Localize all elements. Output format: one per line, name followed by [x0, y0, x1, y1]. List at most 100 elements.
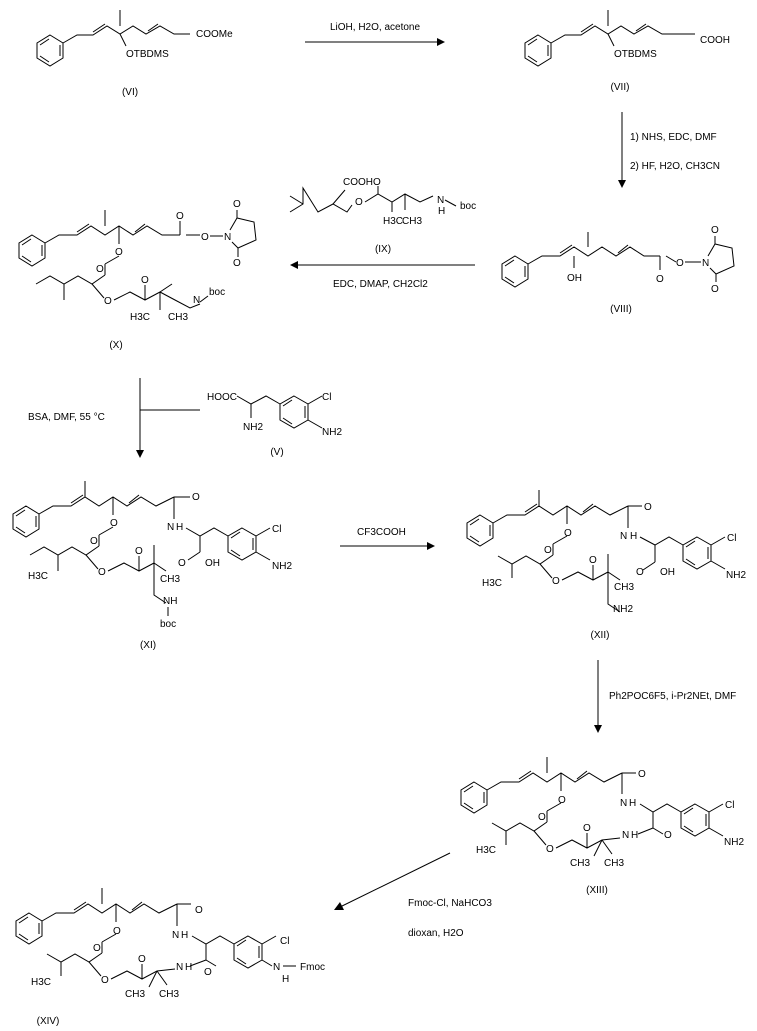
- ester-o-label: O: [676, 258, 684, 269]
- amide-o-label: O: [195, 905, 203, 916]
- aniline-nh2-label: NH2: [724, 837, 744, 848]
- ester-o-label: O: [104, 296, 112, 307]
- aniline-nh2-label: NH2: [726, 570, 746, 581]
- imide-o-top-label: O: [233, 199, 241, 210]
- amide-h-label: H: [176, 522, 183, 533]
- reaction-arrow-1: [305, 38, 445, 46]
- chloro-label: Cl: [322, 392, 331, 403]
- reagents-step-4: BSA, DMF, 55 °C: [28, 412, 105, 423]
- aniline-ring: [682, 536, 712, 570]
- otbdms-label: OTBDMS: [126, 49, 169, 60]
- reaction-arrow-3: [290, 261, 475, 269]
- aniline-ring: [680, 803, 710, 837]
- amine-label: NH2: [322, 427, 342, 438]
- methyl-label: CH3: [159, 989, 179, 1000]
- compound-xiii: O O N H O N H Cl NH2 O O O H3C CH3: [460, 757, 744, 896]
- ester-o-label: O: [552, 576, 560, 587]
- methyl-label: H3C: [28, 571, 48, 582]
- methyl-label: H3C: [482, 578, 502, 589]
- imide-o-bottom-label: O: [233, 258, 241, 269]
- acid-group-label: HOOC: [207, 392, 237, 403]
- lactam-o-label: O: [204, 967, 212, 978]
- phenyl-ring: [36, 34, 64, 67]
- acid-o-label: O: [636, 567, 644, 578]
- acid-oh-label: OH: [205, 558, 220, 569]
- compound-ix: COOH O O H3C CH3 H N boc (IX): [289, 177, 476, 255]
- reaction-arrow-5: [340, 542, 435, 550]
- compound-v: HOOC NH2 Cl NH2 (V): [207, 392, 342, 458]
- lactam-o-label: O: [664, 830, 672, 841]
- aniline-ring: [279, 395, 309, 429]
- ester-o-label: O: [546, 844, 554, 855]
- amide-o-label: O: [644, 502, 652, 513]
- acid-oh-label: OH: [660, 567, 675, 578]
- chloro-label: Cl: [725, 800, 734, 811]
- ester-o-label: O: [564, 528, 572, 539]
- amide-h-label: H: [629, 798, 636, 809]
- imide-o-top-label: O: [711, 225, 719, 236]
- ester-o-label: O: [558, 795, 566, 806]
- compound-label-xi: (XI): [140, 640, 156, 651]
- chloro-label: Cl: [727, 533, 736, 544]
- reagents-step-7b: dioxan, H2O: [408, 928, 464, 939]
- carbonyl-o-label: O: [656, 274, 664, 285]
- compound-xi: O O N H O OH Cl NH2 O O O H3C CH3 NH: [12, 481, 292, 651]
- amide-o-label: O: [192, 492, 200, 503]
- ester-o-label: O: [201, 232, 209, 243]
- amide-h-label: H: [181, 930, 188, 941]
- aniline-nh2-label: NH2: [272, 561, 292, 572]
- compound-label-xii: (XII): [591, 630, 610, 641]
- carbonyl-o-label: O: [544, 545, 552, 556]
- boc-label: boc: [209, 287, 225, 298]
- aniline-ring: [233, 935, 263, 969]
- compound-xii: O O N H O OH Cl NH2 O O O H3C CH3 NH2 (X: [466, 490, 746, 641]
- carbonyl-o-label: O: [135, 546, 143, 557]
- reagents-step-3: EDC, DMAP, CH2Cl2: [333, 279, 428, 290]
- compound-vi: COOMe OTBDMS (VI): [36, 10, 233, 98]
- carbonyl-o-label: O: [138, 954, 146, 965]
- carbamate-n-label: N: [273, 962, 280, 973]
- reagents-step-7a: Fmoc-Cl, NaHCO3: [408, 898, 492, 909]
- reagents-step-2a: 1) NHS, EDC, DMF: [630, 132, 717, 143]
- ester-o-label: O: [101, 975, 109, 986]
- compound-label-xiv: (XIV): [37, 1016, 60, 1027]
- fmoc-label: Fmoc: [300, 962, 325, 973]
- phenyl-ring: [18, 234, 46, 267]
- methyl-label: CH3: [168, 312, 188, 323]
- amide-h-label: H: [630, 531, 637, 542]
- methyl-label: H3C: [383, 216, 403, 227]
- succinimide-n-label: N: [702, 258, 709, 269]
- compound-x: O O O N O O O O O H3C CH3 N boc (X): [18, 199, 257, 351]
- amide-nh-label: N: [620, 531, 627, 542]
- carbonyl-o-label: O: [583, 823, 591, 834]
- chloro-label: Cl: [272, 524, 281, 535]
- amide-o-label: O: [638, 769, 646, 780]
- aniline-ring: [227, 527, 257, 561]
- carbonyl-o-label: O: [589, 555, 597, 566]
- carbonyl-o-label: O: [176, 211, 184, 222]
- amine-h-label: H: [438, 206, 445, 217]
- otbdms-label: OTBDMS: [614, 49, 657, 60]
- amine-n-label: N: [193, 295, 200, 306]
- reagents-step-2b: 2) HF, H2O, CH3CN: [630, 161, 720, 172]
- boc-label: boc: [460, 201, 476, 212]
- acid-group-label: COOH: [700, 35, 730, 46]
- carbonyl-o-label: O: [141, 275, 149, 286]
- succinimide-n-label: N: [224, 232, 231, 243]
- compound-label-vii: (VII): [611, 82, 630, 93]
- methyl-label: CH3: [614, 582, 634, 593]
- reagents-step-6: Ph2POC6F5, i-Pr2NEt, DMF: [609, 691, 736, 702]
- imide-o-bottom-label: O: [711, 284, 719, 295]
- amine-nh-label: NH: [163, 596, 177, 607]
- phenyl-ring: [501, 255, 529, 288]
- phenyl-ring: [466, 514, 494, 547]
- methyl-label: H3C: [476, 845, 496, 856]
- phenyl-ring: [12, 505, 40, 538]
- methyl-label: CH3: [125, 989, 145, 1000]
- ester-group-label: COOMe: [196, 29, 233, 40]
- carbonyl-o-label: O: [538, 812, 546, 823]
- compound-label-viii: (VIII): [610, 304, 632, 315]
- reaction-arrow-7: [334, 852, 451, 910]
- amide-nh-label: N: [172, 930, 179, 941]
